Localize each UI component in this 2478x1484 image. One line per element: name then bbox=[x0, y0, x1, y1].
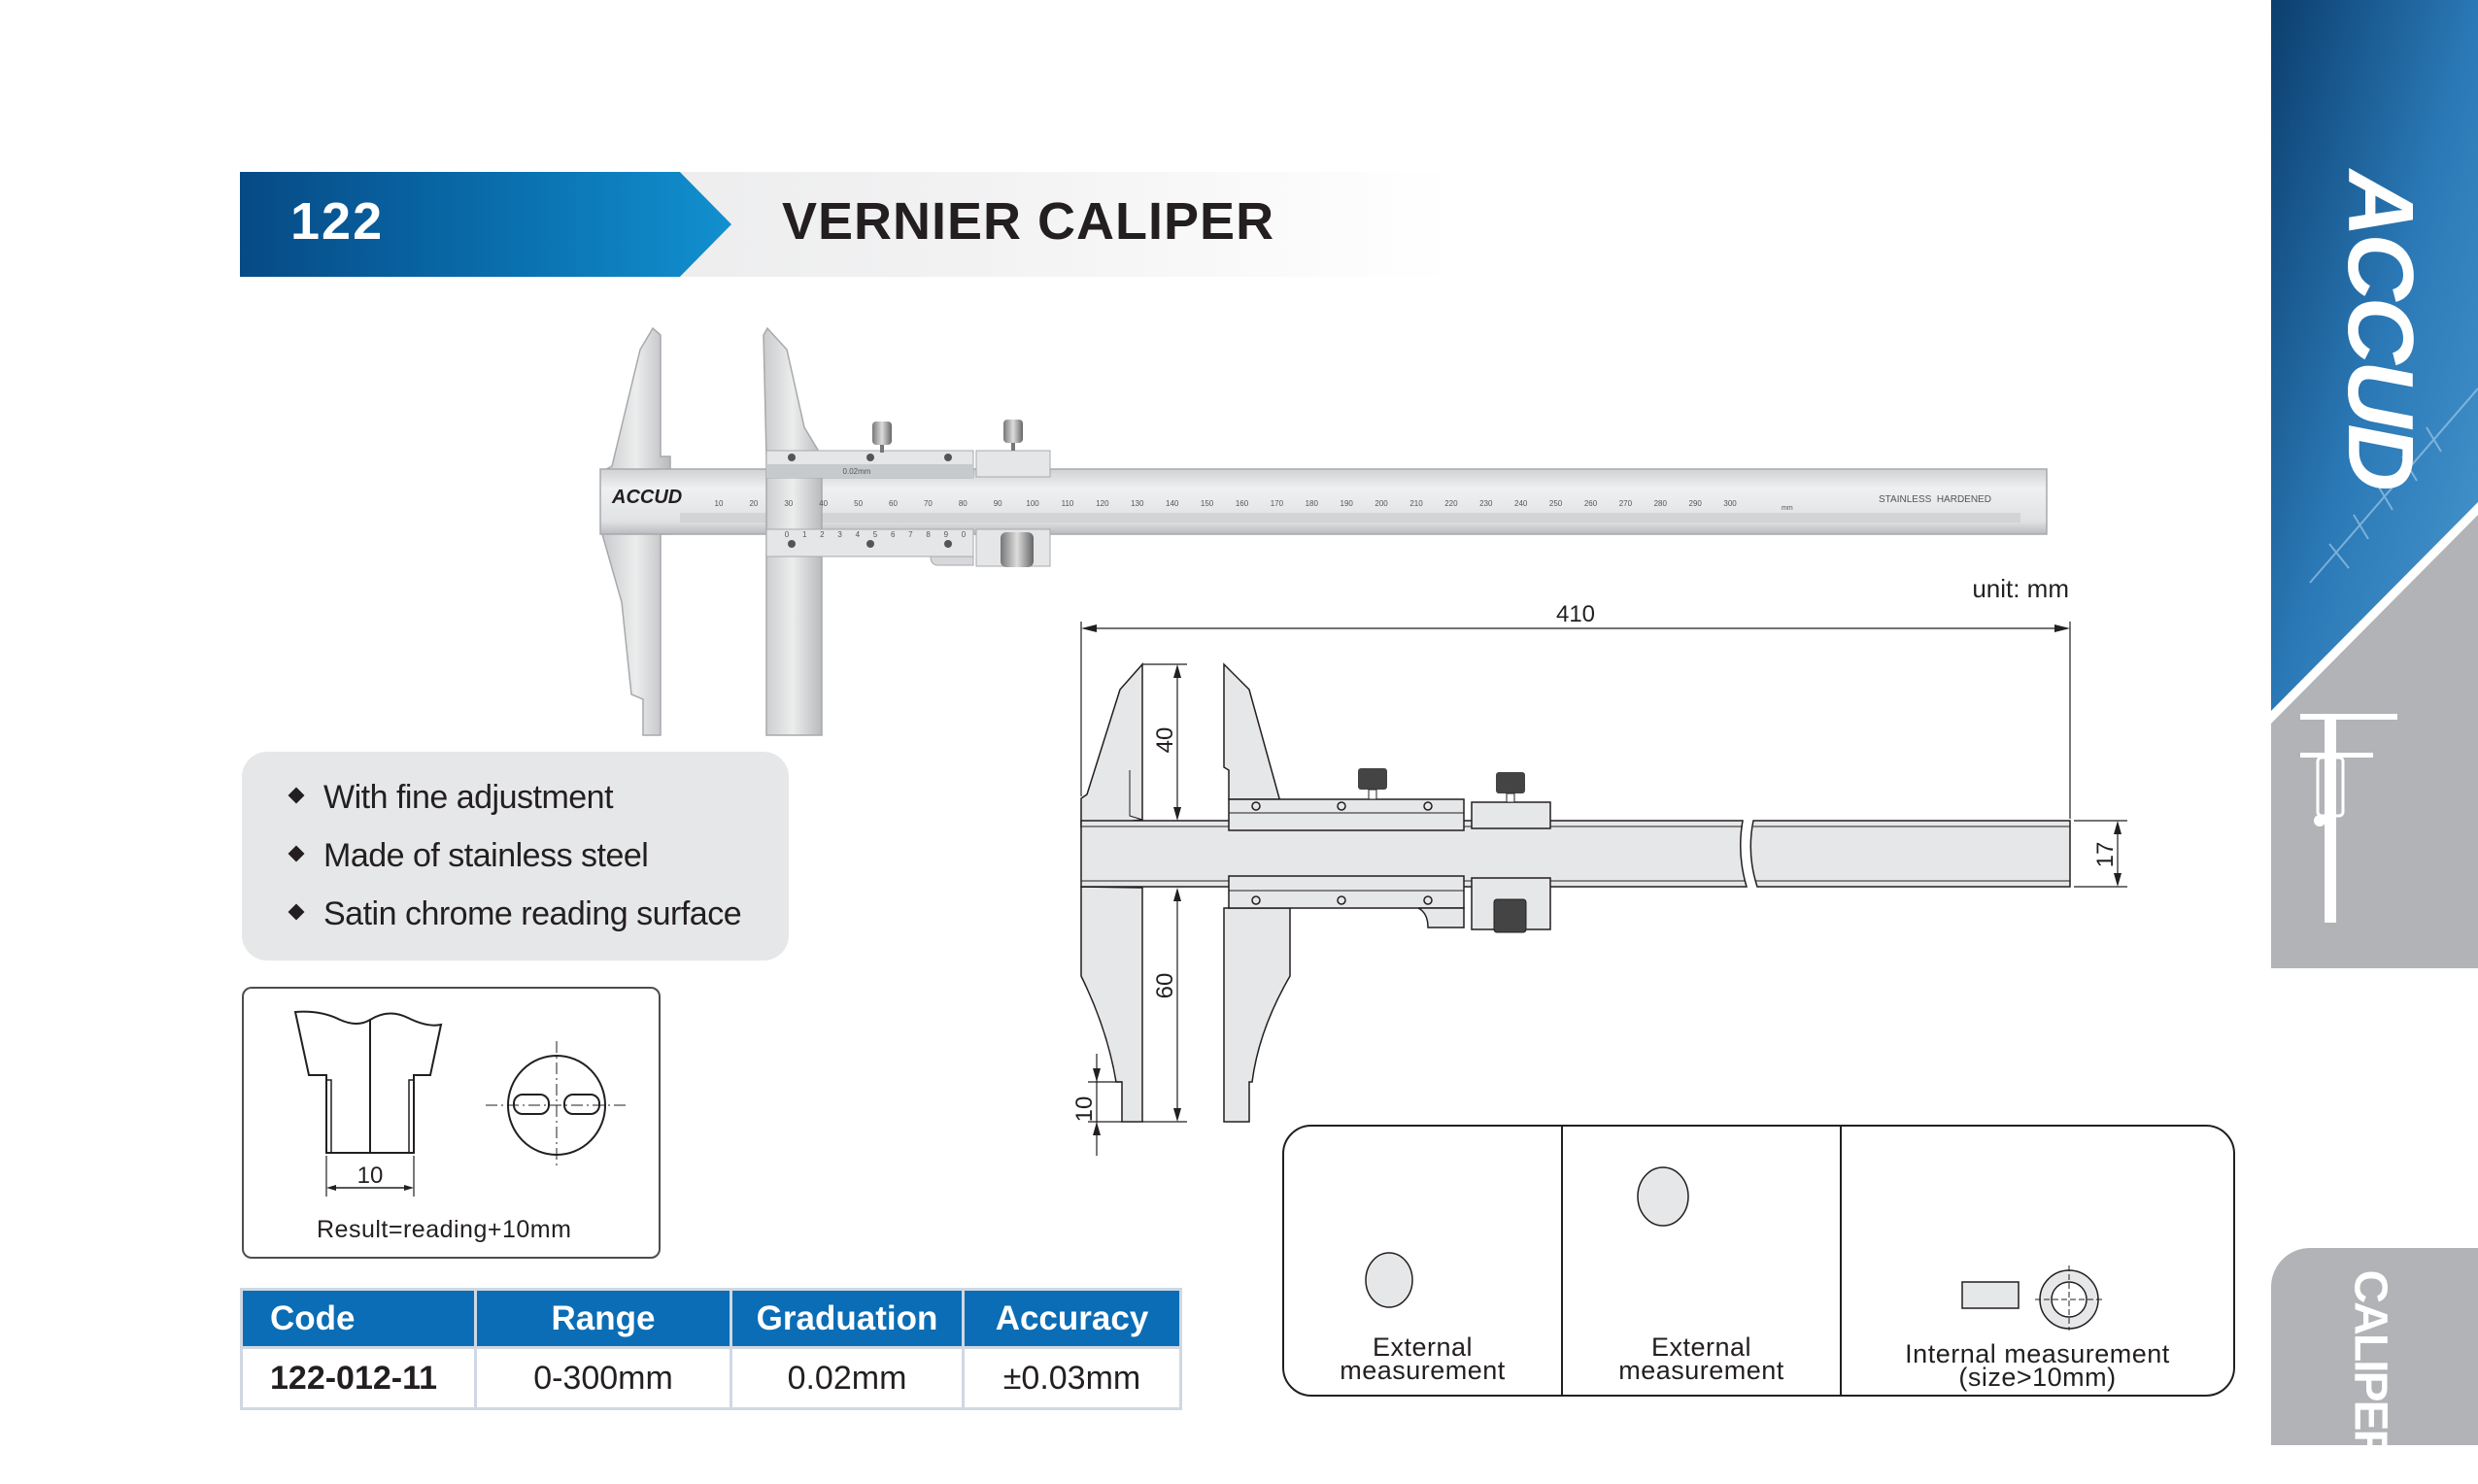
col-header-accuracy: Accuracy bbox=[962, 1288, 1182, 1349]
diamond-bullet-icon bbox=[288, 845, 305, 862]
inset-caption: Result=reading+10mm bbox=[317, 1216, 572, 1243]
page-title: VERNIER CALIPER bbox=[782, 192, 1275, 251]
photo-slider-label: 0.02mm bbox=[843, 467, 871, 476]
photo-lock-screw-1 bbox=[872, 422, 892, 445]
photo-vernier-scale: 0 1 2 3 4 5 6 7 8 9 0 bbox=[785, 530, 967, 539]
sidebar-category-label: CALIPER bbox=[2344, 1269, 2396, 1462]
feature-item: Made of stainless steel bbox=[288, 837, 649, 875]
caliper-silhouette-icon bbox=[2300, 714, 2397, 923]
main-scale-number: 60 bbox=[889, 499, 898, 508]
diamond-bullet-icon bbox=[288, 903, 305, 921]
main-scale-number: 120 bbox=[1096, 499, 1109, 508]
vernier-scale-number: 0 bbox=[785, 530, 790, 539]
main-scale-number: 110 bbox=[1062, 499, 1074, 508]
photo-scale-ticks bbox=[680, 513, 2020, 523]
sidebar-category-tab[interactable] bbox=[2271, 1248, 2478, 1445]
main-scale-number: 260 bbox=[1584, 499, 1598, 508]
main-scale-number: 180 bbox=[1306, 499, 1319, 508]
vernier-scale-number: 3 bbox=[837, 530, 842, 539]
spec-table: Code Range Graduation Accuracy 122-012-1… bbox=[240, 1288, 1182, 1410]
photo-main-scale: 10 20 30 40 50 60 70 80 90 100 110 120 130 140 150 160 1… bbox=[715, 499, 1738, 508]
main-scale-number: 90 bbox=[994, 499, 1002, 508]
main-scale-number: 170 bbox=[1271, 499, 1284, 508]
feature-text: With fine adjustment bbox=[323, 779, 614, 816]
feature-item: With fine adjustment bbox=[288, 779, 614, 817]
vernier-scale-number: 2 bbox=[820, 530, 825, 539]
photo-fine-adjust-upper bbox=[975, 450, 1051, 478]
main-scale-number: 30 bbox=[784, 499, 793, 508]
vernier-scale-number: 8 bbox=[926, 530, 931, 539]
vernier-scale-number: 6 bbox=[891, 530, 896, 539]
main-scale-number: 130 bbox=[1131, 499, 1144, 508]
section-number: 122 bbox=[290, 192, 385, 251]
main-scale-number: 40 bbox=[819, 499, 828, 508]
cell-graduation: 0.02mm bbox=[730, 1346, 965, 1410]
main-scale-number: 80 bbox=[959, 499, 967, 508]
photo-brand-logo: ACCUD bbox=[611, 487, 682, 508]
main-scale-number: 270 bbox=[1619, 499, 1633, 508]
vernier-scale-number: 9 bbox=[944, 530, 949, 539]
main-scale-number: 220 bbox=[1444, 499, 1458, 508]
feature-text: Satin chrome reading surface bbox=[323, 895, 742, 932]
main-scale-number: 240 bbox=[1514, 499, 1528, 508]
vernier-scale-number: 1 bbox=[802, 530, 807, 539]
photo-scale-unit: mm bbox=[1782, 505, 1793, 512]
table-header-row: Code Range Graduation Accuracy bbox=[240, 1288, 1182, 1349]
panel-divider bbox=[1840, 1127, 1842, 1395]
header-number-arrow bbox=[240, 172, 731, 277]
main-scale-number: 290 bbox=[1689, 499, 1703, 508]
col-header-graduation: Graduation bbox=[730, 1288, 965, 1349]
main-scale-number: 150 bbox=[1201, 499, 1214, 508]
photo-lock-screw-2 bbox=[1003, 420, 1023, 443]
main-scale-number: 10 bbox=[715, 499, 724, 508]
main-scale-number: 70 bbox=[924, 499, 933, 508]
vernier-scale-number: 4 bbox=[856, 530, 861, 539]
main-scale-number: 210 bbox=[1409, 499, 1423, 508]
vernier-scale-number: 0 bbox=[962, 530, 967, 539]
main-scale-number: 100 bbox=[1026, 499, 1039, 508]
main-scale-number: 230 bbox=[1479, 499, 1493, 508]
usage-caption-internal: Internal measurement(size>10mm) bbox=[1905, 1339, 2170, 1392]
vernier-scale-number: 5 bbox=[873, 530, 878, 539]
photo-knurled-wheel bbox=[1001, 532, 1034, 567]
main-scale-number: 20 bbox=[749, 499, 758, 508]
diamond-bullet-icon bbox=[288, 787, 305, 804]
internal-jaw-inset bbox=[242, 987, 661, 1259]
cell-range: 0-300mm bbox=[474, 1346, 732, 1410]
col-header-range: Range bbox=[474, 1288, 732, 1349]
col-header-code: Code bbox=[240, 1288, 477, 1349]
main-scale-number: 300 bbox=[1723, 499, 1737, 508]
main-scale-number: 140 bbox=[1166, 499, 1179, 508]
sidebar-brand-logo: ACCUD bbox=[2328, 170, 2432, 488]
vernier-scale-number: 7 bbox=[908, 530, 913, 539]
main-scale-number: 50 bbox=[854, 499, 863, 508]
main-scale-number: 250 bbox=[1549, 499, 1563, 508]
main-scale-number: 280 bbox=[1654, 499, 1668, 508]
main-scale-number: 160 bbox=[1236, 499, 1249, 508]
feature-item: Satin chrome reading surface bbox=[288, 895, 742, 933]
sidebar-art bbox=[2271, 0, 2478, 923]
photo-beam bbox=[599, 468, 2048, 535]
main-scale-number: 190 bbox=[1341, 499, 1354, 508]
panel-divider bbox=[1561, 1127, 1563, 1395]
feature-text: Made of stainless steel bbox=[323, 837, 649, 874]
main-scale-number: 200 bbox=[1375, 499, 1388, 508]
cell-accuracy: ±0.03mm bbox=[962, 1346, 1182, 1410]
features-box: With fine adjustment Made of stainless s… bbox=[242, 752, 789, 961]
table-row: 122-012-11 0-300mm 0.02mm ±0.03mm bbox=[240, 1346, 1182, 1410]
photo-beam-label: STAINLESS HARDENED bbox=[1879, 494, 1991, 505]
cell-code: 122-012-11 bbox=[240, 1346, 477, 1410]
